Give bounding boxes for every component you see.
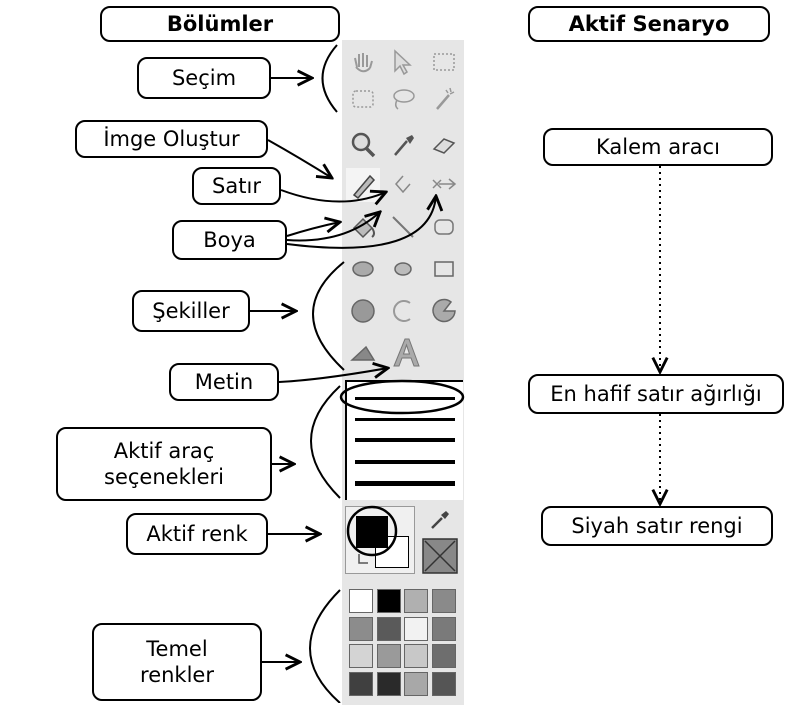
palette-swatch[interactable] [404,671,428,696]
palette-swatch[interactable] [404,616,428,641]
paint-arrow-2 [286,212,380,242]
palette-swatch[interactable] [376,589,401,613]
text-arrow [278,368,388,383]
palette-swatch[interactable] [349,589,373,613]
paint-arrow-3 [286,196,436,249]
tool-options-bracket [310,385,341,499]
palette-swatch[interactable] [376,671,401,696]
magnifier-icon[interactable] [348,130,378,160]
rect-select-icon[interactable] [429,47,459,77]
label-tool-options: Aktif araç seçenekleri [56,427,272,501]
line-weight-2[interactable] [355,418,455,421]
label-basic-colors: Temel renkler [92,623,262,701]
line-weight-lightest[interactable] [355,397,455,400]
scenario-step-3: Siyah satır rengi [541,506,773,546]
label-text: Metin [169,363,279,401]
foreground-color-swatch[interactable] [356,516,388,548]
paint-arrow-1 [286,222,340,237]
no-color-icon[interactable] [422,538,458,574]
basic-colors-palette [346,586,456,696]
palette-swatch[interactable] [376,616,401,641]
line-arrow [280,189,386,202]
pie-icon[interactable] [429,296,459,326]
label-create-image: İmge Oluştur [75,120,268,158]
palette-swatch[interactable] [349,644,373,668]
swap-colors-icon[interactable] [356,551,372,567]
line-weight-3[interactable] [355,438,455,442]
rectangle-icon[interactable] [429,254,459,284]
scenario-header: Aktif Senaryo [528,6,770,42]
lasso-icon[interactable] [388,84,418,114]
palette-swatch[interactable] [349,671,373,696]
lightest-line-highlight [339,379,465,415]
arc-icon[interactable] [388,296,418,326]
line-icon[interactable] [388,212,418,242]
arrow-tool-icon[interactable] [429,170,459,200]
palette-swatch[interactable] [404,644,428,668]
palette-swatch[interactable] [349,616,373,641]
color-picker-icon[interactable] [428,508,452,532]
label-selection: Seçim [137,57,271,99]
label-shapes: Şekiller [132,290,250,332]
palette-swatch[interactable] [376,644,401,668]
eyedropper-icon[interactable] [388,130,418,160]
polyline-icon[interactable] [388,170,418,200]
shapes-bracket [312,261,345,371]
basic-colors-bracket [309,589,341,703]
palette-swatch[interactable] [404,589,428,613]
pencil-icon[interactable] [346,168,380,202]
magic-wand-icon[interactable] [429,84,459,114]
active-color-highlight [346,505,398,557]
ellipse-icon[interactable] [348,254,378,284]
eraser-icon[interactable] [429,130,459,160]
hand-icon[interactable] [348,47,378,77]
free-select-icon[interactable] [348,84,378,114]
palette-swatch[interactable] [431,644,456,668]
small-ellipse-icon[interactable] [388,254,418,284]
sections-header: Bölümler [100,6,340,42]
rounded-rect-icon[interactable] [429,212,459,242]
palette-swatch[interactable] [431,671,456,696]
label-line: Satır [192,167,281,205]
circle-icon[interactable] [348,296,378,326]
selection-bracket [321,44,338,113]
polygon-icon[interactable] [348,338,378,368]
palette-swatch[interactable] [431,616,456,641]
line-weight-4[interactable] [355,460,455,464]
create-image-arrow [267,139,332,178]
pointer-icon[interactable] [388,47,418,77]
scenario-step-1: Kalem aracı [543,128,773,166]
palette-swatch[interactable] [431,589,456,613]
label-paint: Boya [172,220,287,260]
text-icon[interactable] [388,334,424,370]
label-active-color: Aktif renk [126,513,268,555]
line-weight-5[interactable] [355,481,455,486]
scenario-step-2: En hafif satır ağırlığı [528,374,784,414]
